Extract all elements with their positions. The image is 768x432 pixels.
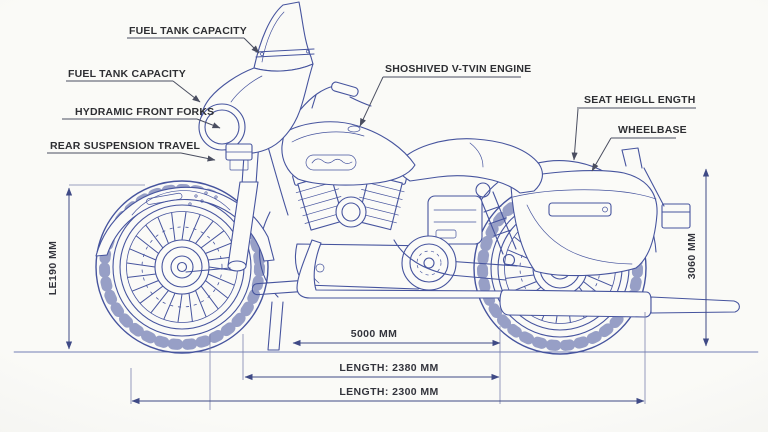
handlebars	[299, 81, 372, 111]
saddlebag	[510, 170, 658, 277]
label-seat-height: SEAT HEIGLL ENGTH	[571, 94, 696, 161]
label-rear-suspension: REAR SUSPENSION TRAVEL	[47, 140, 216, 162]
brake-lever	[349, 96, 372, 107]
label-rear-suspension-text: REAR SUSPENSION TRAVEL	[50, 140, 200, 152]
dimension-overall-height: 3060 MM	[686, 168, 710, 347]
label-wheelbase: WHEELBASE	[591, 124, 687, 172]
motorcycle-drawing	[95, 1, 740, 354]
label-fuel-tank-capacity-top: FUEL TANK CAPACITY	[127, 25, 260, 54]
label-front-forks-text: HYDRAMIC FRONT FORKS	[75, 106, 214, 118]
headlight	[198, 103, 246, 151]
label-seat-height-text: SEAT HEIGLL ENGTH	[584, 94, 696, 106]
dim-inner-length-text: LENGTH: 2380 MM	[339, 362, 438, 374]
headlight-bracket	[225, 143, 253, 171]
dim-upper-length-text: 5000 MM	[351, 328, 398, 340]
label-engine-text: SHOSHIVED V-TVIN ENGINE	[385, 63, 531, 75]
dim-front-height-text: LE190 MM	[47, 241, 59, 296]
exhaust	[296, 239, 740, 318]
label-fuel-tank-capacity-left: FUEL TANK CAPACITY	[66, 68, 201, 103]
dimension-inner-length: LENGTH: 2380 MM	[244, 362, 500, 381]
rear-rack	[621, 147, 691, 229]
dim-overall-length-text: LENGTH: 2300 MM	[339, 386, 438, 398]
dimension-front-height: LE190 MM	[47, 187, 73, 350]
label-fuel-tank-capacity-left-text: FUEL TANK CAPACITY	[68, 68, 186, 80]
grip	[331, 81, 359, 97]
label-engine: SHOSHIVED V-TVIN ENGINE	[359, 63, 531, 127]
saddlebag-latch	[548, 202, 612, 217]
label-front-forks: HYDRAMIC FRONT FORKS	[62, 106, 221, 129]
side-panel	[427, 195, 483, 245]
muffler	[499, 289, 652, 318]
seat	[396, 138, 543, 194]
air-cleaner	[335, 196, 367, 228]
front-fender	[95, 186, 275, 262]
label-wheelbase-text: WHEELBASE	[618, 124, 687, 136]
muffler-tip	[650, 296, 740, 314]
tank-logo	[305, 154, 357, 171]
fuel-tank	[281, 121, 416, 186]
dimension-overall-length: LENGTH: 2300 MM	[131, 386, 645, 405]
rear-shock	[475, 182, 517, 267]
label-fuel-tank-capacity-top-text: FUEL TANK CAPACITY	[129, 25, 247, 37]
kickstand	[267, 301, 284, 351]
extension-lines	[69, 184, 646, 410]
windshield	[253, 1, 315, 72]
dim-overall-height-text: 3060 MM	[686, 233, 698, 280]
fuel-cap	[347, 125, 361, 133]
dimension-upper-length: 5000 MM	[292, 328, 501, 347]
